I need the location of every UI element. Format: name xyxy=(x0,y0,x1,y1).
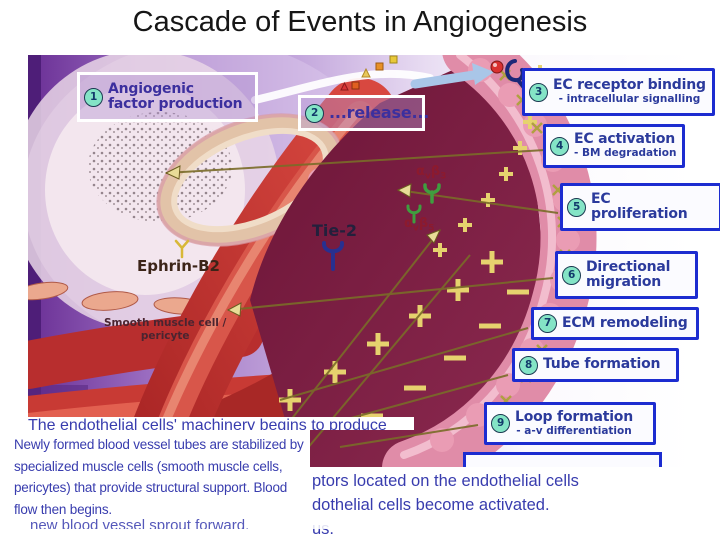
caption-stabilization: Newly formed blood vessel tubes are stab… xyxy=(8,430,310,518)
step-number-badge: 8 xyxy=(519,355,538,375)
release-swoosh xyxy=(251,69,434,104)
caption-line: specialized muscle cells (smooth muscle … xyxy=(14,458,283,474)
step-box-8: 8 Tube formation xyxy=(512,348,679,382)
label-integrin-avb3: αvβ3 xyxy=(416,164,447,182)
caption-line: flow then begins. xyxy=(14,501,112,517)
label-ephrin-b2: Ephrin-B2 xyxy=(137,257,220,275)
step-box-4: 4 EC activation- BM degradation xyxy=(543,124,685,168)
tie2-receptor-icon xyxy=(322,241,344,271)
caption-fragment-top: The endothelial cells' machinery begins … xyxy=(28,417,414,430)
step-box-2: 2 ...release... xyxy=(298,95,429,131)
page-title: Cascade of Events in Angiogenesis xyxy=(132,6,588,38)
diffusion-arrow-icon xyxy=(410,63,494,89)
label-integrin-avb5: αvβ5 xyxy=(404,216,435,234)
step-number-badge: 9 xyxy=(491,414,510,433)
label-smooth-muscle-cell: Smooth muscle cell / pericyte xyxy=(104,317,227,343)
caption-line: us. xyxy=(312,520,335,538)
step-box-7: 7 ECM remodeling xyxy=(531,307,699,340)
step-box-9: 9 Loop formation- a-v differentiation xyxy=(484,402,656,445)
step-number-badge: 1 xyxy=(84,87,103,107)
step-number-badge: 4 xyxy=(550,136,569,156)
integrin-avb3-icon xyxy=(423,183,441,204)
step-number-badge: 2 xyxy=(305,103,324,123)
step-number-badge: 3 xyxy=(529,82,548,102)
tumor-cell-speckles xyxy=(88,112,232,222)
ephrin-b2-icon xyxy=(174,239,190,259)
caption-line: Newly formed blood vessel tubes are stab… xyxy=(14,437,304,452)
caption-fragment-sprout: new blood vessel sprout forward. xyxy=(30,517,330,529)
step-number-badge: 7 xyxy=(538,314,557,333)
growth-factor-dot-icon xyxy=(490,60,504,74)
integrin-avb5-icon xyxy=(406,204,422,224)
step-box-3: 3 EC receptor binding- intracellular sig… xyxy=(522,68,715,116)
caption-line: ptors located on the endothelial cells xyxy=(312,472,579,490)
label-tie2: Tie-2 xyxy=(312,221,358,240)
step-number-badge: 5 xyxy=(567,197,586,217)
step-number-badge: 6 xyxy=(562,265,581,285)
growth-factor-shapes xyxy=(340,55,398,91)
caption-line: dothelial cells become activated. xyxy=(312,496,550,514)
caption-line: pericytes) that provide structural suppo… xyxy=(14,480,288,495)
caption-activation-fragments: ptors located on the endothelial cells d… xyxy=(308,467,720,540)
leader-arrowheads xyxy=(164,165,441,317)
callout-leader-lines xyxy=(165,149,559,476)
